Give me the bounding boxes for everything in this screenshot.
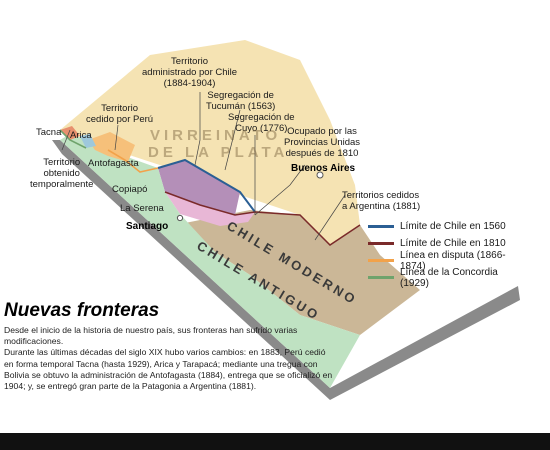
legend-label: Límite de Chile en 1810: [400, 238, 506, 249]
virreinato-region: [60, 40, 360, 245]
legend-label: Línea de la Concordia (1929): [400, 266, 498, 289]
label-segregacion-tucuman: Segregación de Tucumán (1563): [206, 90, 276, 112]
line-1560: [157, 158, 256, 213]
chile-moderno-region: [175, 210, 420, 335]
legend-item: Línea en disputa (1866-1874): [368, 249, 525, 272]
legend-swatch: [368, 225, 394, 228]
tucuman-region: [158, 160, 240, 215]
label-ocupado-provincias: Ocupado por las Provincias Unidas despué…: [284, 126, 361, 159]
tacna-region: [60, 126, 80, 140]
label-territorios-cedidos-argentina: Territorios cedidos a Argentina (1881): [342, 190, 421, 212]
santiago-marker: [176, 214, 184, 222]
arica-region: [80, 134, 96, 148]
legend-swatch: [368, 242, 394, 245]
label-la-serena: La Serena: [120, 203, 164, 214]
map-legend: Límite de Chile en 1560 Límite de Chile …: [368, 218, 525, 289]
buenos-aires-marker: [316, 171, 324, 179]
body-text: Desde el inicio de la historia de nuestr…: [4, 325, 334, 392]
region-virreinato-line2: DE LA PLATA: [148, 144, 289, 161]
label-copiapo: Copiapó: [112, 184, 148, 195]
city-santiago: Santiago: [126, 221, 169, 232]
leader-lines: [61, 92, 346, 241]
page-title: Nuevas fronteras: [4, 300, 160, 321]
legend-swatch: [368, 276, 394, 279]
map-slab-edge: [52, 140, 520, 400]
legend-item: Límite de Chile en 1810: [368, 235, 525, 252]
label-territorio-cedido-peru: Territorio cedido por Perú: [86, 103, 154, 125]
legend-label: Línea en disputa (1866-1874): [400, 249, 506, 272]
region-virreinato-line1: VIRREINATO: [150, 127, 282, 144]
body-paragraph: Desde el inicio de la historia de nuestr…: [4, 325, 298, 347]
label-antofagasta: Antofagasta: [88, 158, 139, 169]
line-disputa: [107, 149, 159, 173]
footer-bar: [0, 433, 550, 450]
peru-ceded-region: [88, 132, 135, 162]
legend-item: Límite de Chile en 1560: [368, 218, 525, 235]
label-arica: Arica: [70, 130, 92, 141]
label-territorio-administrado: Territorio administrado por Chile (1884-…: [142, 56, 238, 89]
chile-antiguo-region: [60, 134, 360, 388]
legend-label: Límite de Chile en 1560: [400, 221, 506, 232]
city-buenos-aires: Buenos Aires: [291, 163, 356, 174]
label-segregacion-cuyo: Segregación de Cuyo (1776): [228, 112, 295, 134]
legend-swatch: [368, 259, 394, 262]
label-tacna: Tacna: [36, 127, 62, 138]
legend-item: Línea de la Concordia (1929): [368, 266, 525, 289]
line-concordia: [59, 129, 87, 149]
body-paragraph: Durante las últimas décadas del siglo XI…: [4, 347, 333, 392]
label-territorio-obtenido: Territorio obtenido temporalmente: [30, 157, 94, 190]
